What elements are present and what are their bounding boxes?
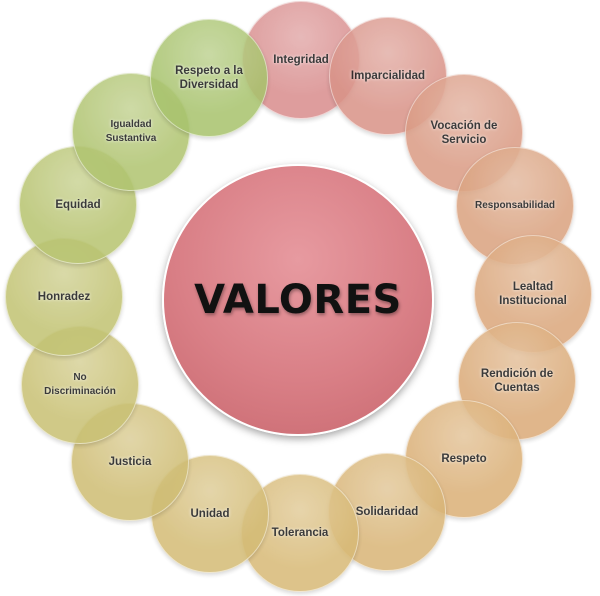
value-label: Rendición de Cuentas (480, 368, 554, 394)
value-label: Honradez (37, 291, 91, 303)
value-label: Unidad (190, 508, 230, 520)
value-label: Responsabilidad (474, 200, 555, 211)
value-label: No Discriminación (44, 372, 116, 397)
value-label: Equidad (55, 199, 101, 211)
value-label: Igualdad Sustantiva (105, 119, 157, 144)
center-title: VALORES (194, 277, 402, 323)
value-label: Justicia (108, 456, 152, 468)
value-label: Imparcialidad (350, 70, 426, 82)
value-label: Tolerancia (271, 527, 329, 539)
value-label: Respeto a la Diversidad (175, 65, 243, 91)
value-label: Integridad (273, 54, 329, 66)
value-label: Lealtad Institucional (499, 281, 567, 307)
center-circle: VALORES (162, 164, 434, 436)
value-circle-vocacion-de-servicio: Vocación de Servicio (405, 74, 523, 192)
value-label: Solidaridad (355, 506, 419, 518)
value-label: Respeto (441, 453, 487, 465)
value-circle-respeto-a-la-diversidad: Respeto a la Diversidad (150, 19, 268, 137)
value-label: Vocación de Servicio (430, 120, 498, 146)
